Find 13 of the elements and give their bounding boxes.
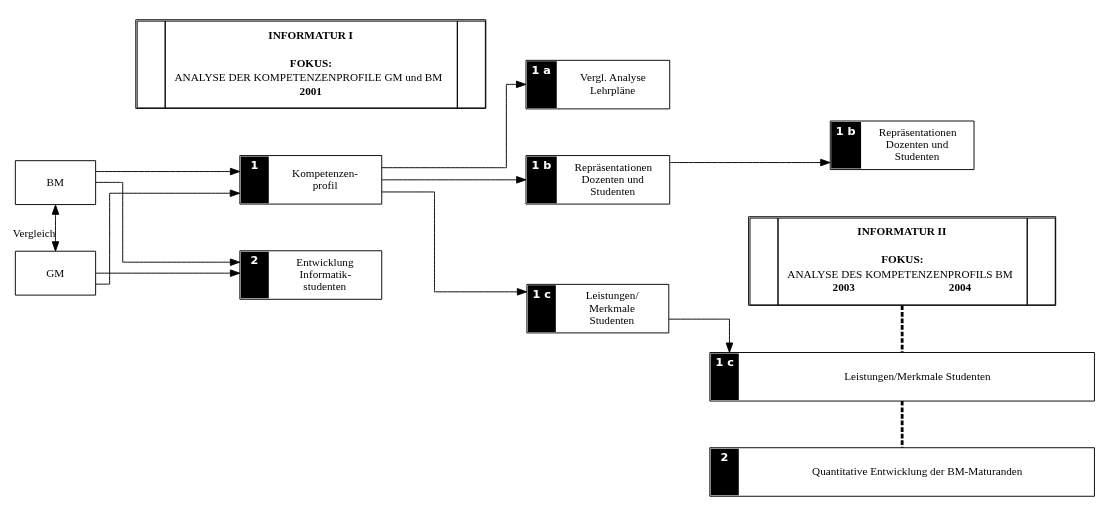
arrow (95, 167, 241, 175)
arrow (95, 268, 241, 277)
arrow (669, 158, 831, 166)
connector (900, 400, 904, 447)
arrow (381, 191, 528, 296)
edge-label: Vergleich (12, 226, 56, 239)
arrow (95, 189, 241, 285)
arrow (668, 318, 734, 353)
arrow (95, 181, 241, 266)
connector (900, 304, 904, 352)
arrow (381, 80, 527, 168)
arrow (51, 204, 60, 251)
arrow (381, 175, 527, 184)
